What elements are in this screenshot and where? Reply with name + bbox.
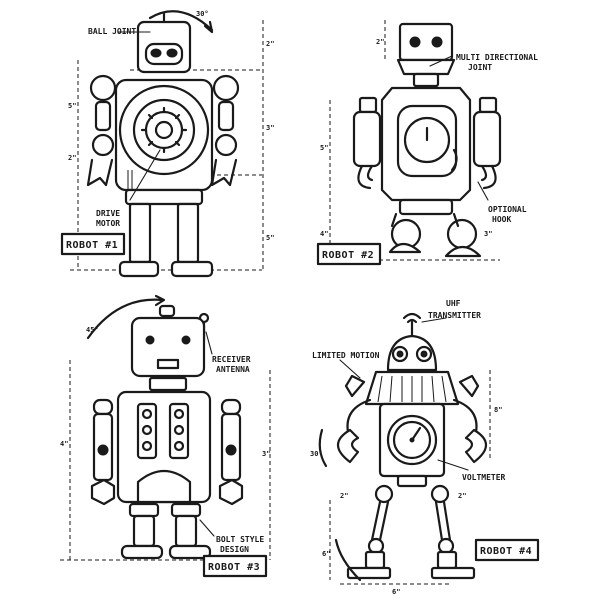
robot-1-drawing: [70, 10, 264, 278]
bolt-style-label-line2: DESIGN: [220, 545, 249, 554]
drive-motor-label-line2: MOTOR: [96, 219, 120, 228]
robot-3-dim-2: 3": [262, 450, 270, 458]
robot-4-tag-box: [474, 538, 540, 562]
robot-2-tag-box: [316, 242, 382, 266]
limited-motion-label: LIMITED MOTION: [312, 351, 380, 360]
robot-4-dim-6: 2": [458, 492, 466, 500]
receiver-antenna-label-line1: RECEIVER: [212, 355, 251, 364]
robot-1-angle: 30°: [196, 10, 209, 18]
robot-2-dim-4: 3": [484, 230, 492, 238]
optional-hook-label-line1: OPTIONAL: [488, 205, 527, 214]
drive-motor-label-line1: DRIVE: [96, 209, 120, 218]
robot-3-drawing: [60, 294, 271, 561]
robot-3-angle: 45°: [86, 326, 99, 334]
robot-1-dim-4: 5": [68, 102, 76, 110]
robot-4-dim-3: 2": [340, 492, 348, 500]
robot-4-drawing: [318, 312, 491, 585]
voltmeter-label: VOLTMETER: [462, 473, 506, 482]
robot-4-dim-5: 6": [392, 588, 400, 596]
robot-2-tag: ROBOT #2: [322, 250, 374, 261]
robot-1-dim-3: 5": [266, 234, 274, 242]
robot-1-tag-box: [60, 232, 126, 256]
uhf-transmitter-label-line2: TRANSMITTER: [428, 311, 481, 320]
multi-directional-label-line2: JOINT: [468, 63, 492, 72]
robot-3-tag: ROBOT #3: [208, 562, 260, 573]
robot-3-dim-1: 4": [60, 440, 68, 448]
robot-4-dim-4: 6": [322, 550, 330, 558]
robot-1-dim-2: 3": [266, 124, 274, 132]
robot-3-tag-box: [202, 554, 268, 578]
robot-2-dim-2: 5": [320, 144, 328, 152]
robot-4-dim-2: 30°: [310, 450, 323, 458]
robot-4-tag: ROBOT #4: [480, 546, 532, 557]
robot-1-tag: ROBOT #1: [66, 240, 118, 251]
ball-joint-label: BALL JOINT: [88, 27, 136, 36]
bolt-style-label-line1: BOLT STYLE: [216, 535, 264, 544]
robot-1-dim-5: 2": [68, 154, 76, 162]
robot-2-dim-1: 2": [376, 38, 384, 46]
uhf-transmitter-label-line1: UHF: [446, 299, 461, 308]
robot-1-dim-1: 2": [266, 40, 274, 48]
multi-directional-label-line1: MULTI DIRECTIONAL: [456, 53, 538, 62]
optional-hook-label-line2: HOOK: [492, 215, 511, 224]
robot-2-dim-3: 4": [320, 230, 328, 238]
receiver-antenna-label-line2: ANTENNA: [216, 365, 250, 374]
robot-2-drawing: [329, 20, 502, 261]
robot-4-dim-1: 8": [494, 406, 502, 414]
